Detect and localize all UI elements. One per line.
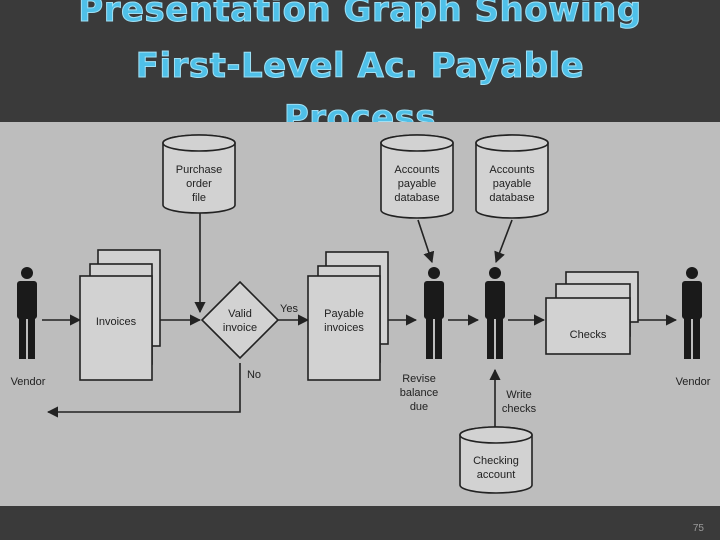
vendor-left-actor xyxy=(17,267,37,359)
payable-invoices-doc-front xyxy=(307,275,381,381)
slide-number: 75 xyxy=(692,523,704,534)
valid-invoice-label-1: Valid xyxy=(228,308,252,320)
checking-account-label-2: account xyxy=(477,469,516,481)
vendor-right-label: Vendor xyxy=(676,376,711,388)
payable-invoices-label-2: invoices xyxy=(324,322,364,334)
checks-label: Checks xyxy=(570,329,607,341)
yes-label: Yes xyxy=(280,303,298,315)
arrow-db1-to-revise xyxy=(417,219,435,264)
ap-db1-label-1: Accounts xyxy=(394,164,440,176)
arrow-no-return xyxy=(46,363,241,418)
ap-db1-label-3: database xyxy=(394,192,439,204)
vendor-left-label: Vendor xyxy=(11,376,46,388)
revise-label-2: balance xyxy=(400,387,439,399)
revise-label-1: Revise xyxy=(402,373,436,385)
accounts-payable-diagram: Purchase order file Accounts payable dat… xyxy=(0,122,720,506)
purchase-order-label-3: file xyxy=(192,192,206,204)
slide-title-line-2: First-Level Ac. Payable xyxy=(135,46,585,87)
checking-account-label-1: Checking xyxy=(473,455,519,467)
checks-doc-front xyxy=(545,297,631,355)
diagram-canvas: Purchase order file Accounts payable dat… xyxy=(11,134,711,494)
arrow-db2-to-write xyxy=(494,219,513,264)
no-label: No xyxy=(247,369,261,381)
vendor-right-actor xyxy=(682,267,702,359)
purchase-order-label-1: Purchase xyxy=(176,164,222,176)
purchase-order-label-2: order xyxy=(186,178,212,190)
slide-title-line-1: Presentation Graph Showing xyxy=(78,0,642,31)
revise-label-3: due xyxy=(410,401,428,413)
ap-db2-label-3: database xyxy=(489,192,534,204)
ap-db2-label-1: Accounts xyxy=(489,164,535,176)
payable-invoices-label-1: Payable xyxy=(324,308,364,320)
invoices-doc-front xyxy=(79,275,153,381)
valid-invoice-label-2: invoice xyxy=(223,322,257,334)
write-checks-label-2: checks xyxy=(502,403,537,415)
revise-balance-actor xyxy=(424,267,444,359)
ap-db1-label-2: payable xyxy=(398,178,437,190)
write-checks-actor xyxy=(485,267,505,359)
invoices-label: Invoices xyxy=(96,316,137,328)
write-checks-label-1: Write xyxy=(506,389,531,401)
ap-db2-label-2: payable xyxy=(493,178,532,190)
valid-invoice-decision xyxy=(200,280,280,360)
